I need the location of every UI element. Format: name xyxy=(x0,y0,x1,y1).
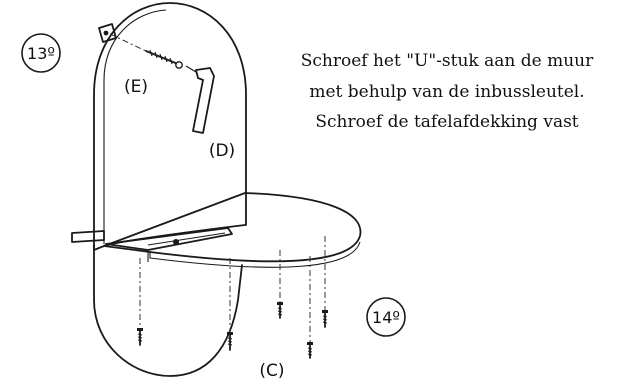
wood-screw-icon xyxy=(307,342,313,359)
step-13-label: 13º xyxy=(27,44,55,63)
step-14-marker: 14º xyxy=(366,297,406,337)
label-d: (D) xyxy=(209,141,235,161)
wall-screw-icon xyxy=(145,49,183,69)
step-14-label: 14º xyxy=(372,308,400,327)
label-c: (C) xyxy=(259,361,284,381)
wood-screw-icon xyxy=(322,310,328,328)
mounting-plate-icon xyxy=(105,227,233,262)
caption-line-2: met behulp van de inbussleutel. xyxy=(309,82,584,102)
instruction-caption: Schroef het "U"-stuk aan de muur met beh… xyxy=(301,51,594,132)
wood-screw-icon xyxy=(137,328,143,346)
allen-key-icon xyxy=(185,65,215,134)
wood-screw-icon xyxy=(227,332,233,351)
label-e: (E) xyxy=(124,77,148,97)
caption-line-1: Schroef het "U"-stuk aan de muur xyxy=(301,51,594,71)
wall-bracket-icon xyxy=(71,23,117,243)
caption-line-3: Schroef de tafelafdekking vast xyxy=(315,112,578,132)
wood-screw-icon xyxy=(277,302,283,319)
fastening-screws xyxy=(137,236,328,359)
table-top xyxy=(103,192,362,268)
step-13-marker: 13º xyxy=(21,33,61,73)
